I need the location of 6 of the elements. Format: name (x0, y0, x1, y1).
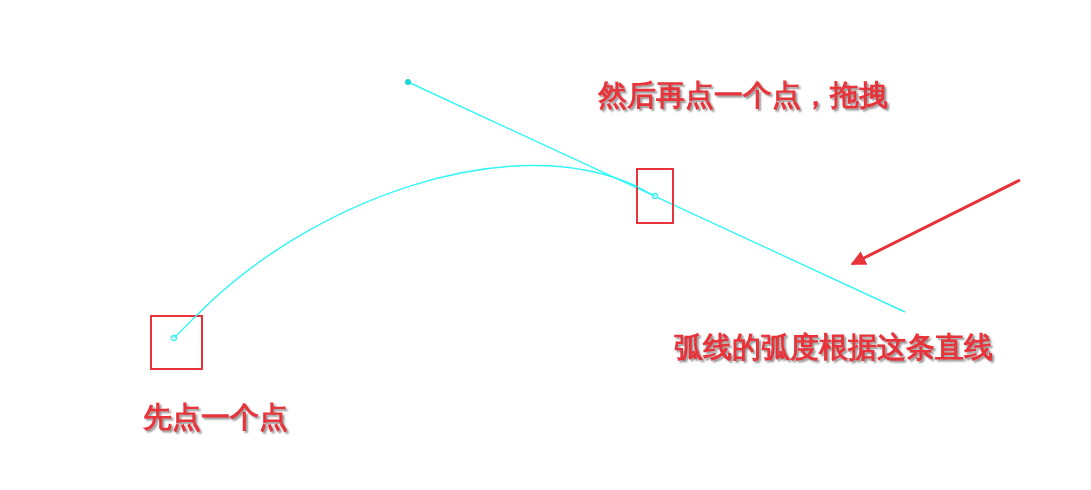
marker-box (636, 168, 674, 224)
instruction-text: 先点一个点 (143, 398, 288, 438)
instruction-text: 弧线的弧度根据这条直线 (674, 328, 993, 368)
curve (196, 164, 637, 316)
marker-box (150, 315, 203, 370)
instruction-text: 然后再点一个点，拖拽 (598, 76, 888, 116)
